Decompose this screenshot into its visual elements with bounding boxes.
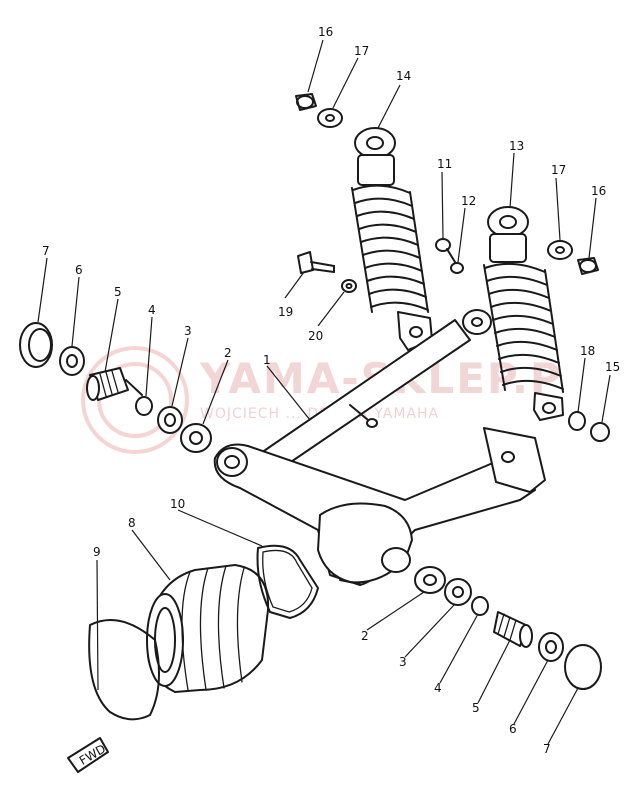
callout-17: 17	[551, 163, 566, 177]
bearing-2-right	[414, 566, 446, 594]
callout-7: 7	[543, 742, 551, 756]
callout-7: 7	[42, 244, 50, 258]
callout-15: 15	[605, 360, 620, 374]
dust-seal-18	[568, 411, 586, 431]
callout-6: 6	[75, 263, 83, 277]
washer-17-left	[317, 108, 343, 128]
collar-6-right	[538, 632, 564, 662]
callout-5: 5	[472, 701, 480, 715]
callout-11: 11	[437, 157, 452, 171]
leader-lines	[37, 39, 611, 745]
fwd-arrow: FWD	[67, 737, 109, 773]
gasket-10	[256, 544, 319, 619]
callouts: 16 17 14 11 12 13 17 16 19 20 1 7 6 5 4 …	[42, 25, 620, 756]
washer-20	[341, 279, 357, 293]
cap-7-right	[564, 644, 602, 690]
shaft-5-left	[86, 367, 143, 401]
shock-absorber-14	[351, 127, 433, 351]
washer-4-right	[471, 596, 489, 616]
gasket-9	[88, 619, 160, 721]
callout-20: 20	[308, 329, 323, 343]
bolt-19	[297, 251, 335, 274]
bolt-11	[435, 238, 456, 263]
callout-16: 16	[318, 25, 333, 39]
bearing-2-left	[180, 423, 212, 453]
washer-17-right	[547, 240, 573, 260]
callout-10: 10	[170, 497, 185, 511]
nut-16-right	[577, 257, 599, 275]
shaft-5-right	[493, 611, 533, 648]
callout-16: 16	[591, 184, 606, 198]
washer-12	[450, 262, 464, 274]
callout-18: 18	[580, 344, 595, 358]
callout-14: 14	[396, 69, 411, 83]
callout-5: 5	[114, 285, 122, 299]
swing-arm-1	[213, 427, 546, 586]
callout-2: 2	[224, 346, 232, 360]
callout-3: 3	[399, 655, 407, 669]
bearing-3-left	[157, 406, 183, 434]
callout-6: 6	[509, 722, 517, 736]
callout-4: 4	[148, 303, 156, 317]
callout-9: 9	[93, 545, 101, 559]
callout-4: 4	[434, 681, 442, 695]
callout-17: 17	[354, 44, 369, 58]
rubber-boot-8	[146, 564, 270, 693]
callout-2: 2	[361, 629, 369, 643]
nut-16-left	[295, 93, 317, 111]
callout-1: 1	[263, 353, 271, 367]
cap-15	[590, 422, 610, 442]
callout-19: 19	[278, 305, 293, 319]
callout-12: 12	[461, 194, 476, 208]
oil-seal-7-left	[19, 322, 53, 368]
washer-4-left	[135, 396, 153, 416]
callout-13: 13	[509, 139, 524, 153]
collar-6-left	[59, 346, 85, 376]
callout-8: 8	[128, 516, 136, 530]
shock-absorber-13	[483, 206, 564, 421]
callout-3: 3	[184, 324, 192, 338]
watermark-logo	[81, 346, 189, 454]
bearing-3-right	[444, 578, 472, 606]
